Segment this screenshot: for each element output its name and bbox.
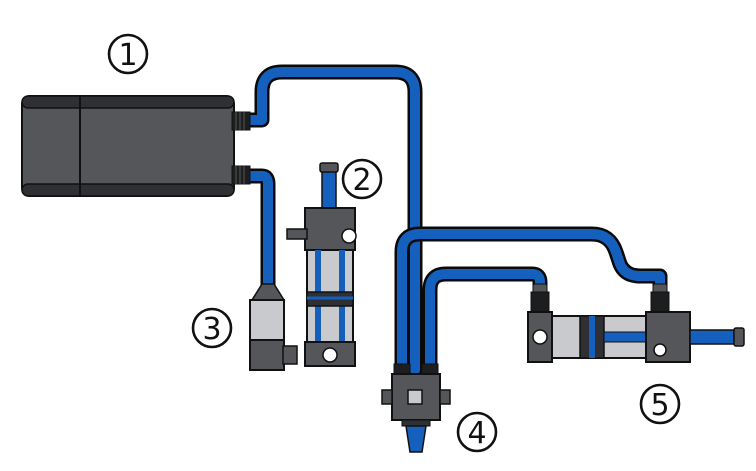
- tube-tank-to-regulator: [235, 171, 273, 293]
- valve-actuator: [405, 425, 427, 453]
- cylinder5-fitting-left: [530, 291, 550, 313]
- air-tank-top-band: [21, 95, 235, 109]
- tube-valve-to-cylinder-a: [397, 229, 665, 375]
- callout-1: 1: [107, 33, 149, 75]
- callout-2-label: 2: [352, 163, 371, 198]
- callout-2: 2: [341, 158, 383, 200]
- cylinder5-rod: [689, 329, 735, 345]
- callout-5: 5: [639, 383, 681, 425]
- regulator-body: [249, 339, 285, 371]
- air-tank-bottom-band: [21, 183, 235, 197]
- double-acting-cylinder-icon: [527, 283, 745, 363]
- regulator-filter-bowl: [249, 299, 285, 341]
- cylinder5-right-cap: [645, 311, 691, 363]
- air-tank-fitting-bottom: [231, 165, 251, 185]
- callout-3: 3: [191, 307, 233, 349]
- pressure-regulator-icon: [249, 283, 298, 371]
- air-tank-fitting-top: [231, 111, 251, 131]
- valve-square: [407, 389, 423, 405]
- regulator-port: [282, 345, 298, 365]
- regulator-cone: [250, 283, 286, 301]
- callout-3-label: 3: [202, 312, 221, 347]
- tube-valve-to-cylinder-b: [425, 269, 545, 375]
- pneumatic-tubing: [232, 64, 668, 378]
- directional-control-valve-icon: [381, 363, 451, 453]
- callout-5-label: 5: [650, 388, 669, 423]
- pneumatic-cylinder-icon: [286, 162, 357, 367]
- cylinder5-fitting-right: [650, 291, 670, 313]
- callout-4: 4: [456, 411, 498, 453]
- air-tank-body: [21, 95, 235, 197]
- tube-tank-to-valve: [235, 67, 420, 375]
- air-tank-icon: [21, 95, 251, 197]
- cylinder-rod: [321, 169, 337, 213]
- tube-valve-to-cylinder-b-outline: [422, 266, 548, 378]
- callout-1-label: 1: [118, 38, 137, 73]
- callout-4-label: 4: [467, 416, 486, 451]
